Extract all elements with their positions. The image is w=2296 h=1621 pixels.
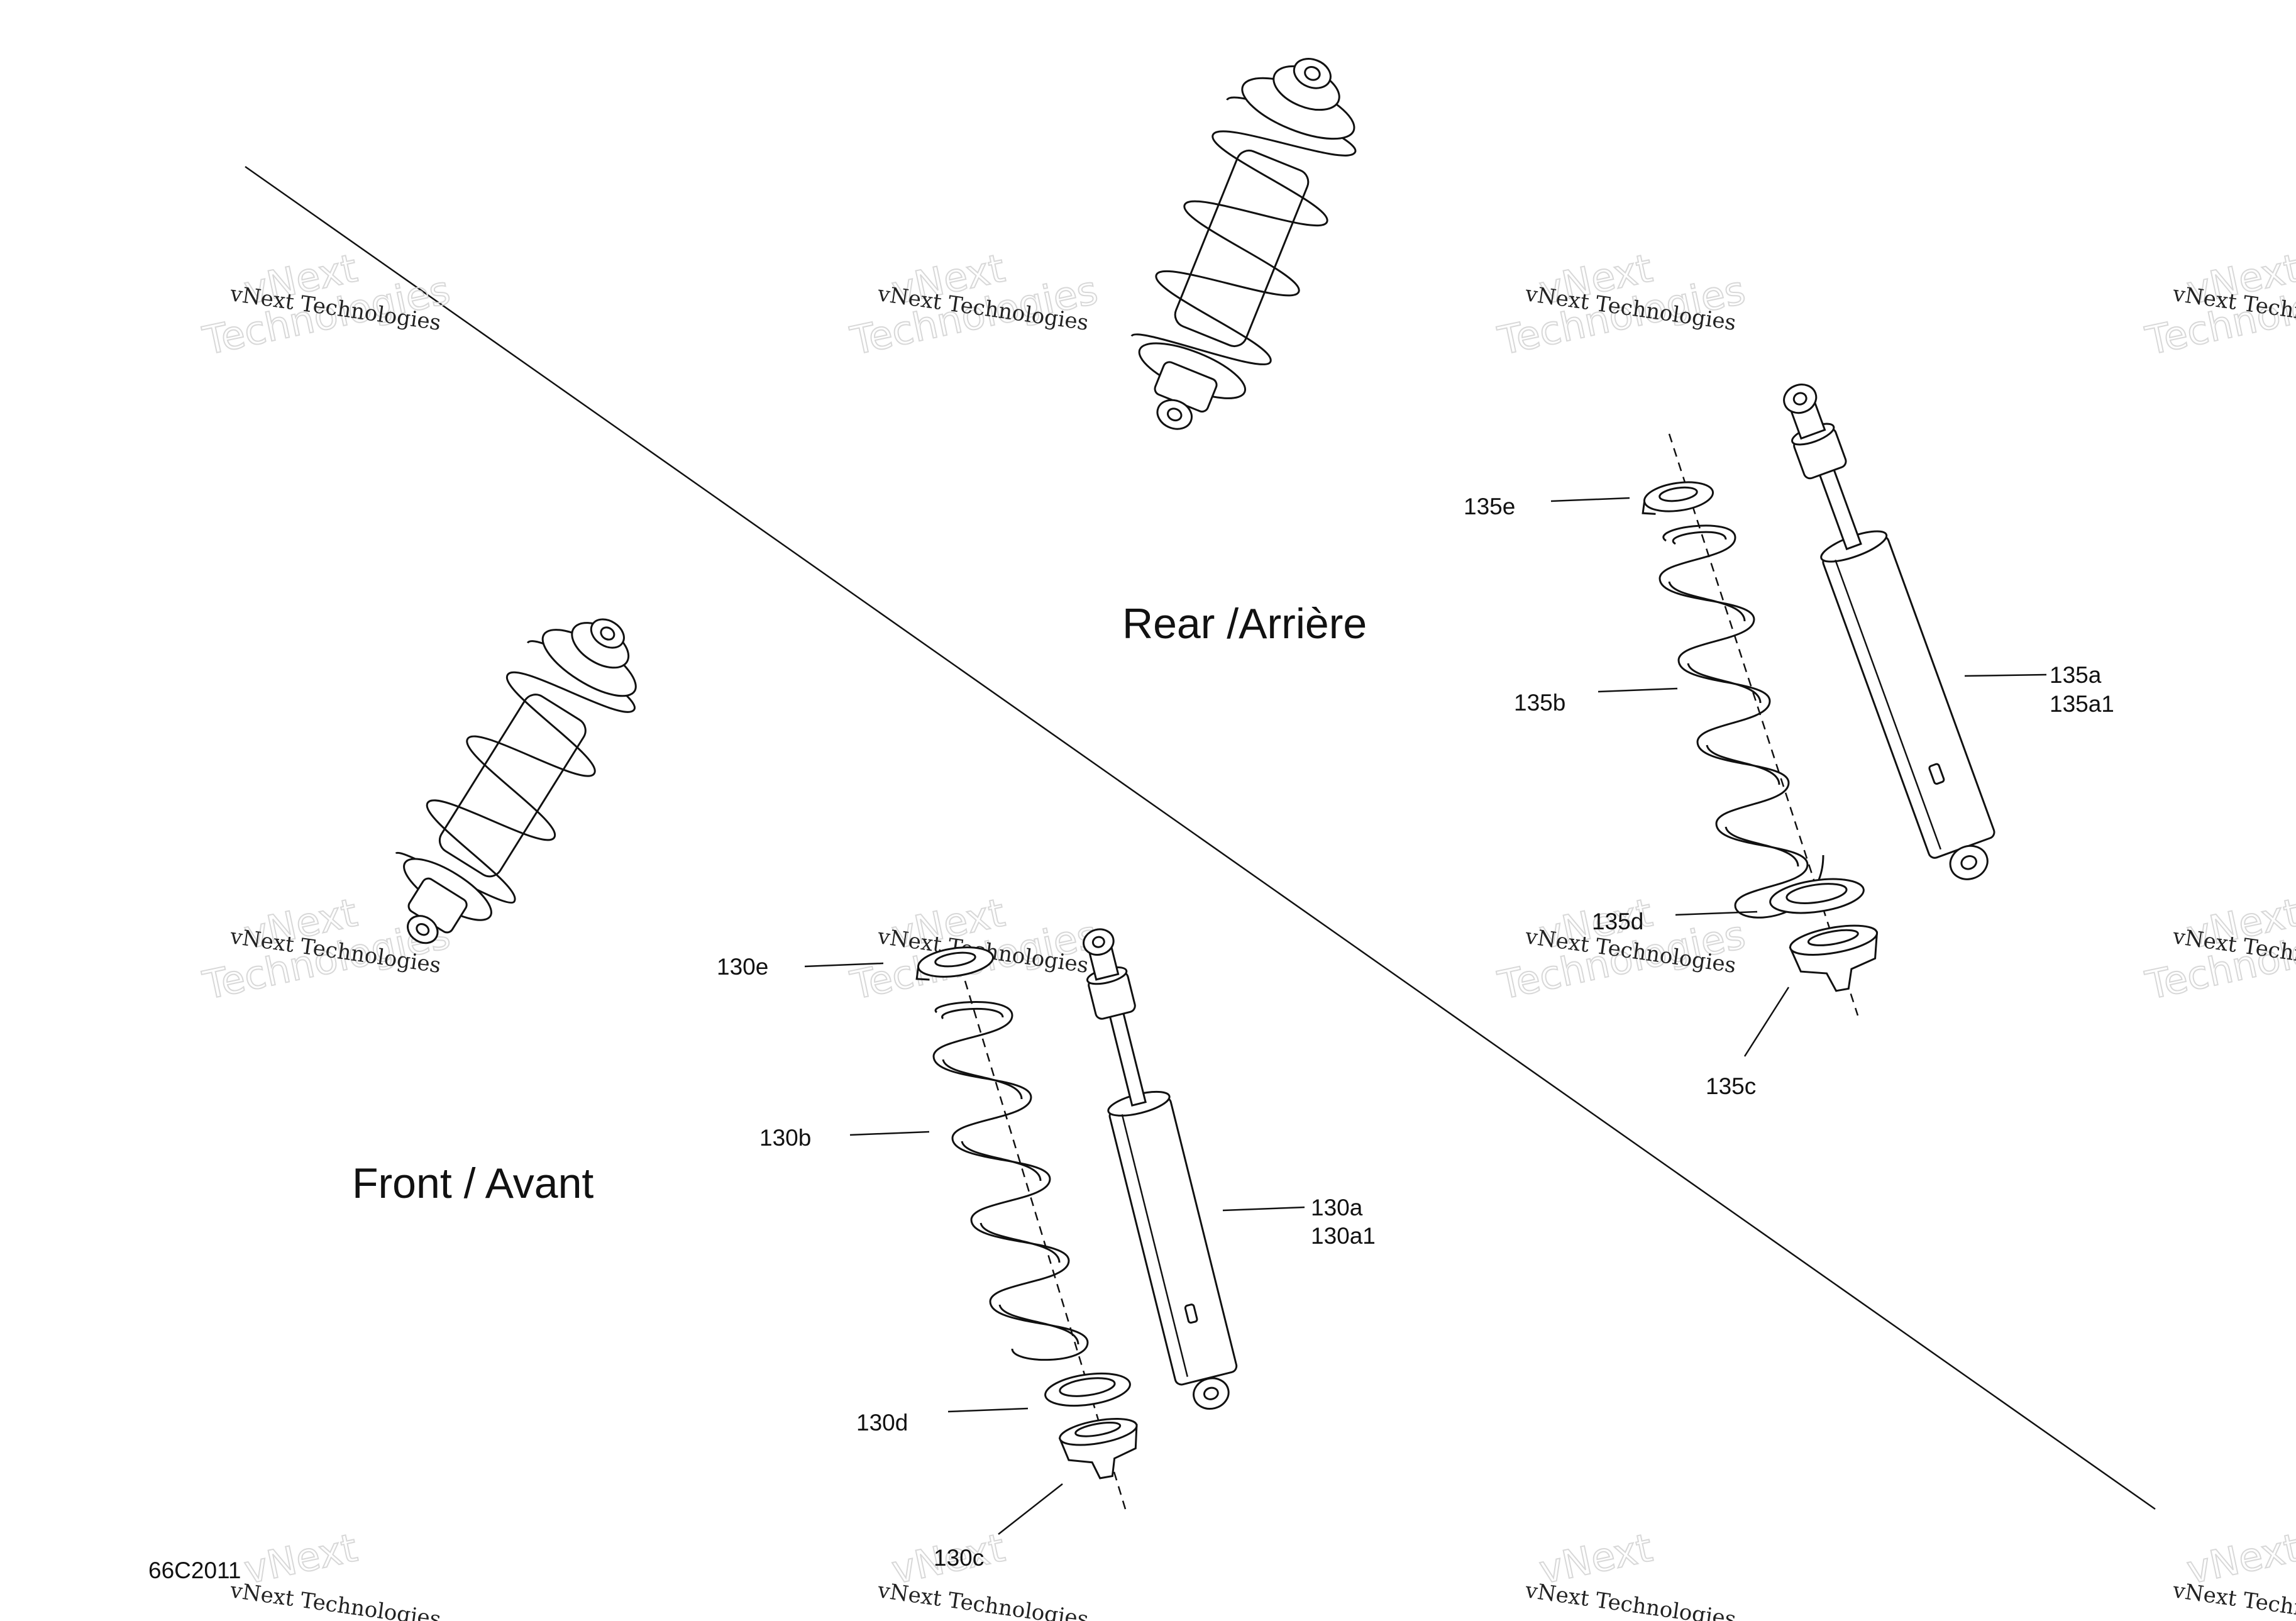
rear-spring-135b-inner xyxy=(1668,531,1799,867)
front-damper-130a xyxy=(1083,928,1238,1410)
drawing-code: 66C2011 xyxy=(148,1557,241,1583)
callout-135d: 135d xyxy=(1592,909,1643,934)
leader-130c xyxy=(998,1483,1063,1535)
callout-130c: 130c xyxy=(934,1545,984,1571)
leader-135a xyxy=(1964,673,2047,677)
watermark: vNext vNext Technologies xyxy=(876,1524,1090,1621)
callout-130e: 130e xyxy=(717,954,768,980)
section-title-rear: Rear /Arrière xyxy=(1122,600,1367,648)
watermark: vNext vNext Technologies xyxy=(1523,1524,1738,1621)
rear-spring-seat-135d xyxy=(1769,878,1865,914)
callout-130b: 130b xyxy=(759,1125,811,1151)
leader-135c xyxy=(1743,987,1790,1057)
leader-135b xyxy=(1598,687,1678,693)
callout-130a: 130a xyxy=(1311,1195,1363,1220)
leader-130b xyxy=(849,1131,930,1136)
callout-135a: 135a xyxy=(2050,662,2102,688)
section-title-front: Front / Avant xyxy=(352,1159,593,1207)
callout-135e: 135e xyxy=(1464,494,1515,519)
front-spring-130b xyxy=(932,1001,1089,1361)
rear-collar-135c xyxy=(1789,924,1879,992)
watermark: vNext Technologies vNext Technologies xyxy=(2141,244,2296,364)
front-retainer-130e xyxy=(915,946,994,981)
leader-130a xyxy=(1222,1206,1305,1212)
section-divider-line xyxy=(245,165,2156,1510)
watermark: vNext Technologies vNext Technologies xyxy=(1493,244,1750,364)
watermark: vNext Technologies vNext Technologies xyxy=(198,244,455,364)
watermark: vNext vNext Technologies xyxy=(2171,1524,2296,1621)
rear-shock-assembly xyxy=(1130,58,1357,430)
svg-text:vNext Technologies: vNext Technologies xyxy=(228,1578,443,1621)
callout-135c: 135c xyxy=(1706,1073,1756,1099)
front-collar-130c xyxy=(1058,1418,1138,1480)
leader-130e xyxy=(804,962,884,968)
leader-130d xyxy=(947,1407,1029,1413)
watermark: vNext Technologies vNext Technologies xyxy=(2141,888,2296,1009)
callout-135b: 135b xyxy=(1514,690,1565,716)
front-spring-130b-inner xyxy=(941,1007,1079,1345)
front-shock-assembly xyxy=(395,618,637,944)
svg-text:vNext Technologies: vNext Technologies xyxy=(876,1578,1090,1621)
rear-damper-135a xyxy=(1783,384,1995,880)
leader-135e xyxy=(1550,497,1630,502)
callout-135a1: 135a1 xyxy=(2050,691,2114,717)
watermark: vNext Technologies vNext Technologies xyxy=(846,888,1102,1009)
callout-130d: 130d xyxy=(856,1410,908,1436)
rear-spring-135b xyxy=(1659,524,1824,919)
svg-text:vNext Technologies: vNext Technologies xyxy=(1523,1578,1738,1621)
watermark: vNext Technologies vNext Technologies xyxy=(1493,888,1750,1009)
rear-retainer-135e xyxy=(1642,481,1714,515)
front-spring-seat-130d xyxy=(1044,1372,1131,1407)
leader-135d xyxy=(1675,910,1758,916)
watermark: vNext Technologies vNext Technologies xyxy=(846,244,1102,364)
watermark: vNext vNext Technologies xyxy=(228,1524,443,1621)
rear-axis-dashed-line xyxy=(1668,433,1859,1016)
callout-130a1: 130a1 xyxy=(1311,1223,1376,1249)
